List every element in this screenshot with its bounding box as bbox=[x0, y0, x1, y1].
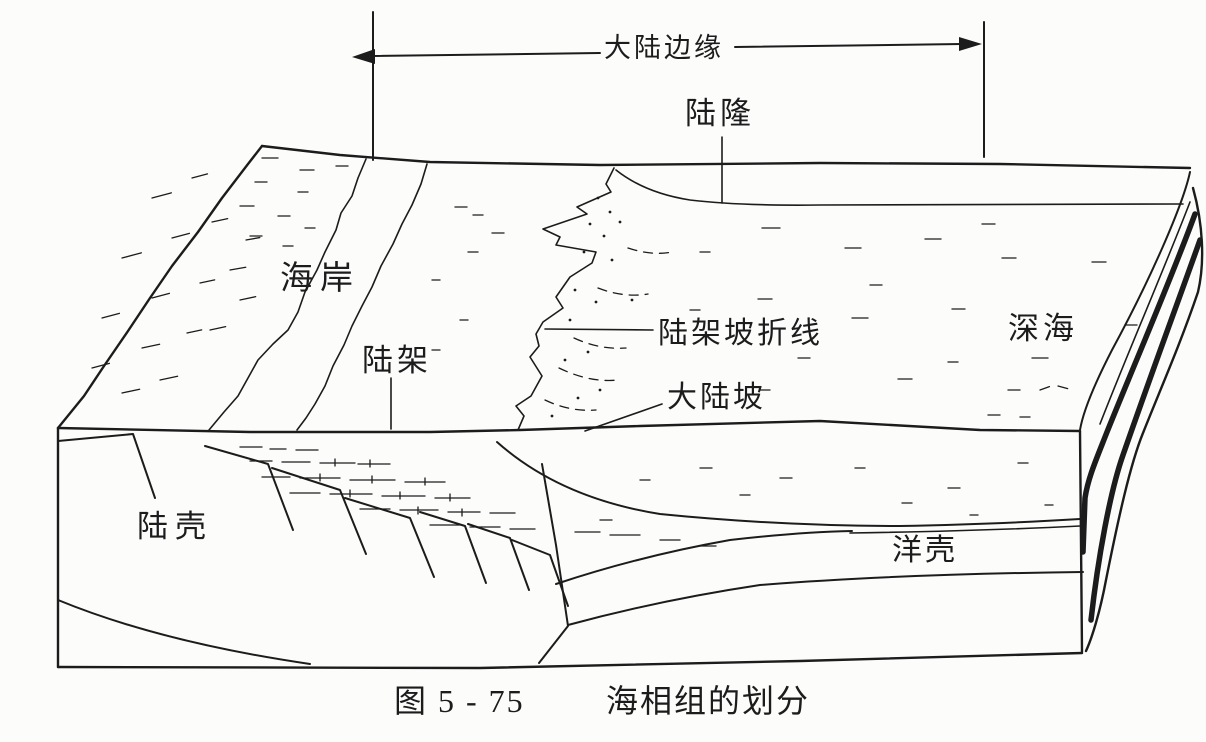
right-outer-edge bbox=[1084, 186, 1204, 653]
slope-hachure-arc bbox=[597, 287, 649, 296]
sediment-base-line bbox=[496, 441, 1081, 527]
fault-block bbox=[204, 445, 294, 531]
slope-dots-texture bbox=[550, 196, 634, 418]
fault-block bbox=[271, 467, 367, 555]
dimension-arrow-left-line bbox=[371, 52, 601, 57]
slope-hachure-arc bbox=[544, 399, 597, 411]
label-continental-crust: 陆壳 bbox=[137, 509, 213, 544]
caption-title: 海相组的划分 bbox=[606, 683, 810, 719]
diagram-labels: 陆隆 海岸 陆架 陆架坡折线 大陆坡 深海 陆壳 洋壳 bbox=[137, 96, 1078, 567]
label-continental-margin: 大陆边缘 bbox=[604, 33, 724, 63]
label-continental-slope: 大陆坡 bbox=[667, 381, 766, 414]
figure-caption: 图 5 - 75 海相组的划分 bbox=[394, 683, 810, 719]
top-left-edge bbox=[56, 144, 264, 430]
dimension-continental-margin: 大陆边缘 bbox=[352, 11, 985, 161]
arrowhead-right-icon bbox=[959, 37, 982, 51]
right-face-band-2 bbox=[1088, 237, 1203, 623]
slope-hachure-arc bbox=[558, 367, 619, 382]
land-texture bbox=[91, 157, 349, 394]
top-surface bbox=[208, 158, 1184, 431]
continental-crust-base-curve bbox=[57, 599, 311, 665]
slope-base-rise-line bbox=[615, 169, 1184, 206]
front-top-edge bbox=[56, 419, 1082, 434]
block-outline bbox=[56, 144, 1204, 670]
oceanic-crust-top-line bbox=[555, 530, 853, 585]
deep-sea-texture bbox=[431, 206, 1138, 418]
fault-block bbox=[419, 511, 487, 584]
right-face-band-1 bbox=[1080, 211, 1198, 555]
arrowhead-left-icon bbox=[352, 49, 375, 64]
front-bottom-edge bbox=[56, 651, 1084, 670]
label-coast: 海岸 bbox=[280, 260, 360, 297]
leader-shelf-break bbox=[544, 328, 654, 331]
caption-number: 图 5 - 75 bbox=[394, 683, 525, 719]
right-fold-edge bbox=[1079, 171, 1191, 431]
continent-ocean-boundary bbox=[538, 463, 569, 664]
shoreline-inner bbox=[208, 158, 367, 431]
fault-blocks bbox=[57, 433, 569, 607]
slope-hachure-arc bbox=[627, 247, 673, 254]
fault-block bbox=[57, 433, 156, 499]
label-oceanic-crust: 洋壳 bbox=[892, 534, 958, 567]
label-continental-rise: 陆隆 bbox=[685, 96, 755, 131]
top-back-edge bbox=[260, 144, 1192, 170]
right-face-band-3 bbox=[1099, 201, 1191, 425]
fault-block bbox=[344, 497, 435, 578]
fault-block bbox=[467, 523, 530, 591]
label-shelf: 陆架 bbox=[362, 343, 432, 378]
sediment-base-line-2 bbox=[849, 525, 1081, 534]
shelf-break-line bbox=[515, 167, 615, 431]
front-face-sediment-texture bbox=[239, 446, 1054, 547]
label-shelf-break: 陆架坡折线 bbox=[658, 317, 823, 350]
slope-hachure-arc bbox=[573, 337, 627, 349]
moho-line bbox=[567, 571, 1084, 626]
leader-continental-slope bbox=[584, 403, 663, 432]
dimension-arrow-right-line bbox=[734, 43, 963, 48]
label-deep-sea: 深海 bbox=[1008, 311, 1078, 346]
front-face-geology bbox=[57, 433, 1084, 665]
leader-lines bbox=[390, 136, 723, 432]
right-face-strata-bands bbox=[1080, 201, 1203, 623]
shoreline-outer bbox=[296, 163, 428, 431]
